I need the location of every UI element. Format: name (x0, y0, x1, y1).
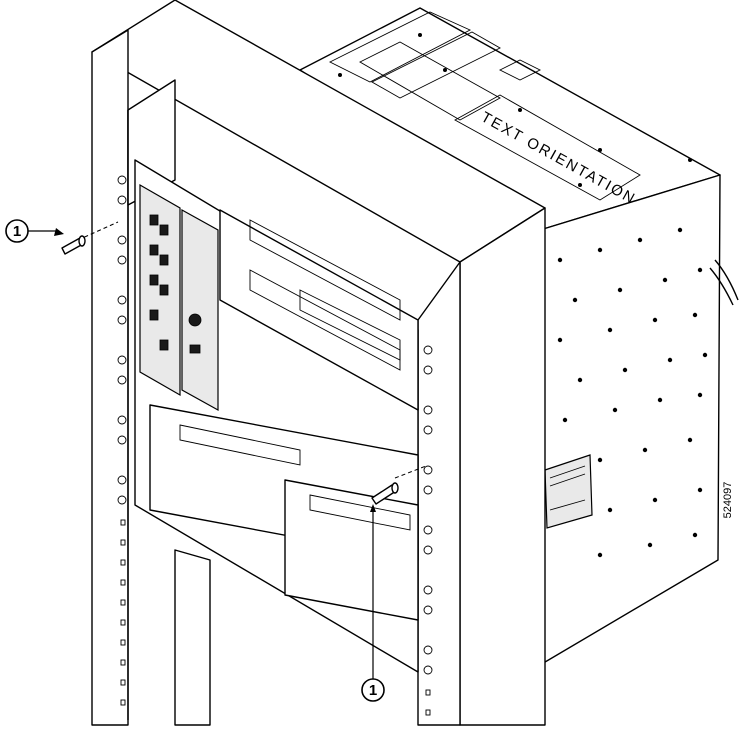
callout-left: 1 (5, 219, 64, 243)
chassis-body (299, 7, 739, 666)
left-flange-holes (117, 175, 127, 505)
installed-module (139, 183, 219, 412)
chassis-front (117, 159, 433, 726)
right-flange-holes (423, 345, 433, 675)
rack-frame (91, 0, 546, 726)
side-rivets (557, 227, 708, 558)
callout-label: 1 (369, 682, 377, 699)
figure-number: 524097 (722, 482, 734, 519)
right-mounting-screw (371, 465, 427, 505)
callout-label: 1 (13, 223, 21, 240)
left-mounting-screw (61, 221, 119, 255)
callout-right: 1 (361, 504, 385, 702)
